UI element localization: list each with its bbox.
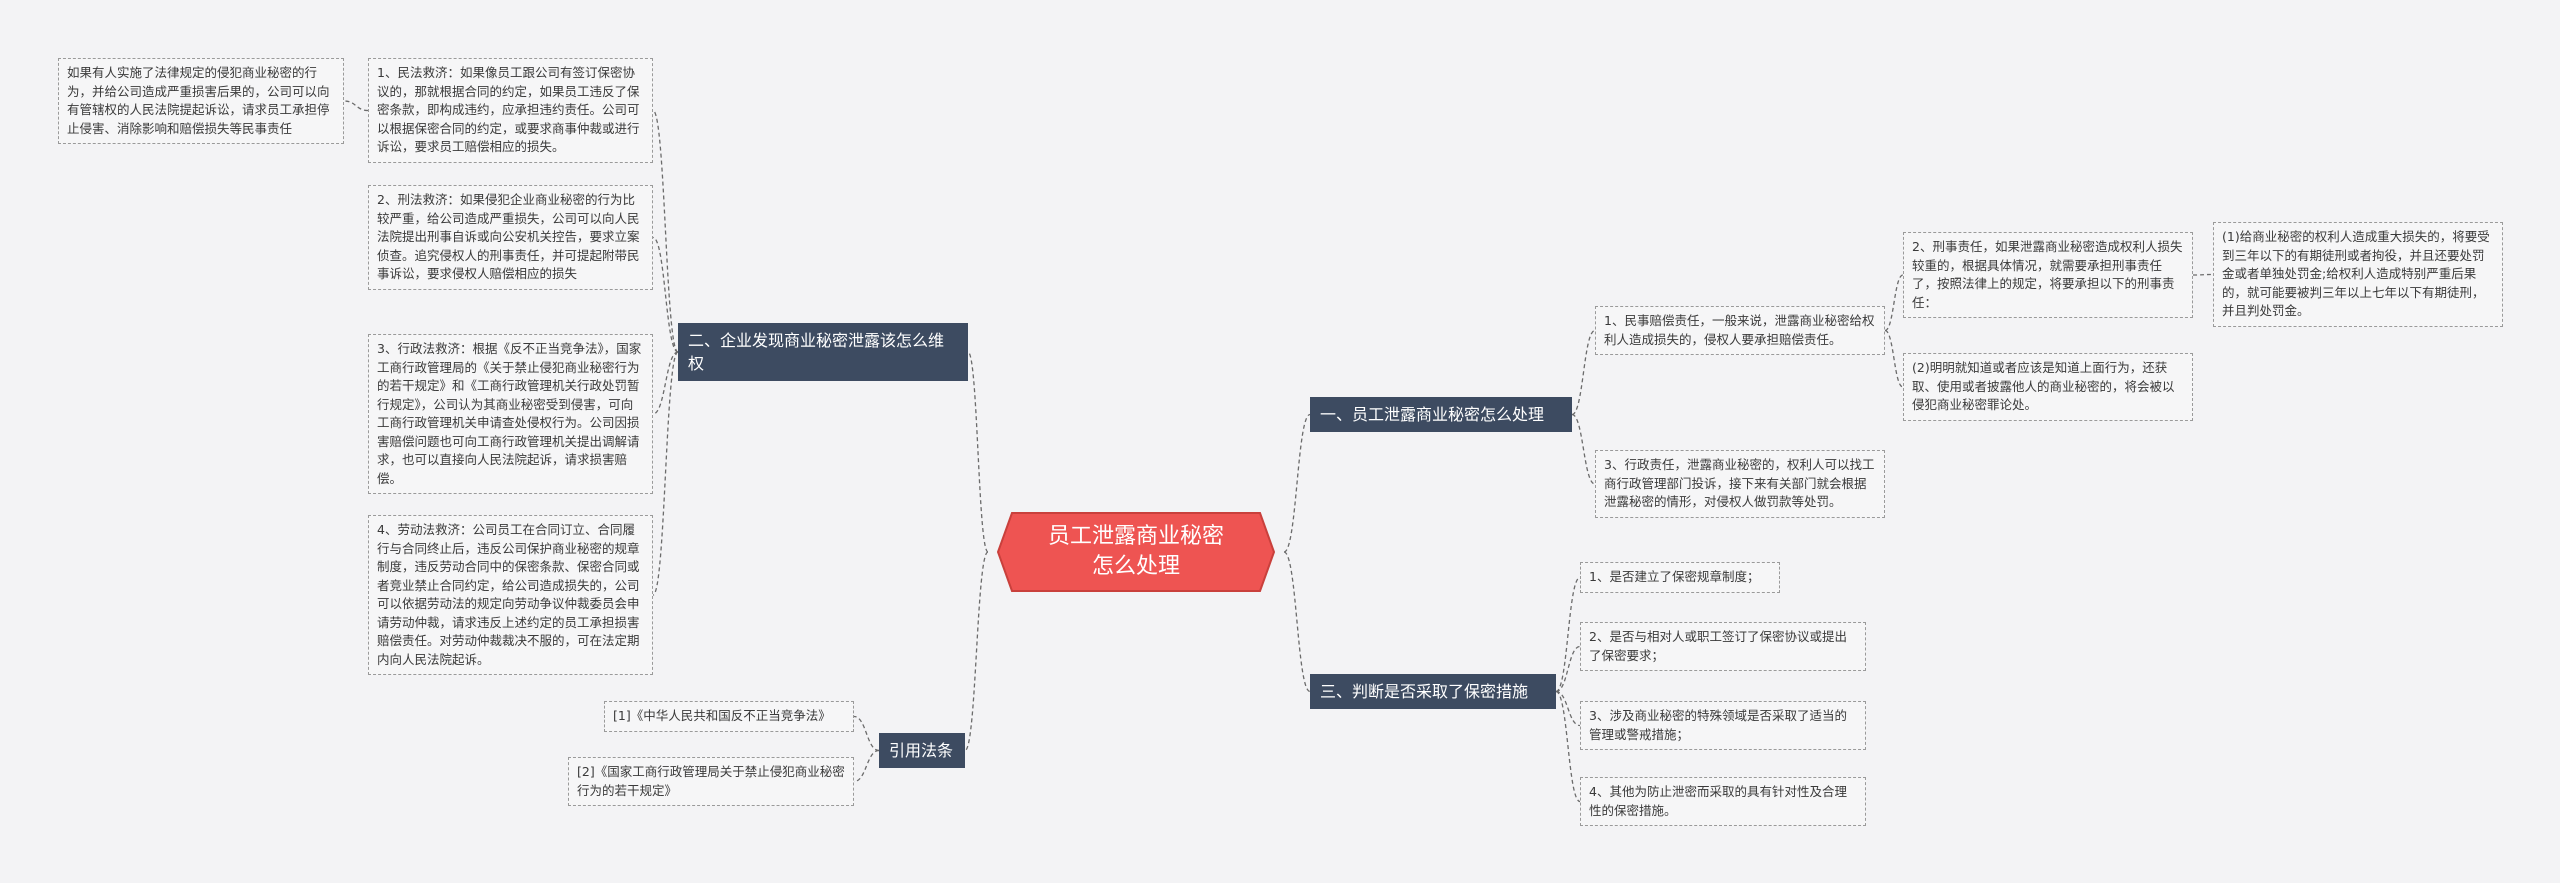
- connector-leaf-civil-liability: [1571, 329, 1596, 416]
- root-hexagon-shape: [996, 512, 1276, 592]
- root-topic[interactable]: 员工泄露商业秘密怎么处理: [988, 511, 1284, 593]
- connector-branch-rights-protection: [967, 351, 989, 553]
- connector-leaf-measure-3: [1555, 690, 1581, 727]
- connector-branch-cited-laws: [964, 551, 989, 752]
- connector-leaf-criminal-liability-1: [2192, 273, 2214, 276]
- leaf-labor-remedy[interactable]: 4、劳动法救济：公司员工在合同订立、合同履行与合同终止后，违反公司保护商业秘密的…: [368, 515, 653, 675]
- connector-leaf-administrative-liability: [1571, 413, 1596, 485]
- branch-cited-laws-label: 引用法条: [889, 741, 954, 760]
- connector-leaf-criminal-liability-2: [1884, 329, 1904, 388]
- connector-leaf-criminal-liability: [1884, 274, 1904, 332]
- connector-leaf-labor-remedy: [652, 351, 679, 596]
- connector-leaf-cited-law-2: [853, 749, 880, 783]
- branch-how-to-handle[interactable]: 一、员工泄露商业秘密怎么处理: [1310, 397, 1572, 432]
- connector-leaf-criminal-remedy: [652, 236, 679, 353]
- connector-leaf-cited-law-1: [853, 715, 880, 752]
- leaf-cited-law-1[interactable]: [1]《中华人民共和国反不正当竞争法》: [604, 701, 854, 732]
- leaf-civil-lawsuit-note[interactable]: 如果有人实施了法律规定的侵犯商业秘密的行为，并给公司造成严重损害后果的，公司可以…: [58, 58, 344, 144]
- connector-leaf-measure-4: [1555, 690, 1581, 803]
- leaf-criminal-liability[interactable]: 2、刑事责任，如果泄露商业秘密造成权利人损失较重的，根据具体情况，就需要承担刑事…: [1903, 232, 2193, 318]
- leaf-administrative-liability[interactable]: 3、行政责任，泄露商业秘密的，权利人可以找工商行政管理部门投诉，接下来有关部门就…: [1595, 450, 1885, 518]
- branch-judge-measures[interactable]: 三、判断是否采取了保密措施: [1310, 674, 1556, 709]
- connector-leaf-civil-lawsuit-note: [343, 100, 369, 112]
- leaf-criminal-liability-1[interactable]: (1)给商业秘密的权利人造成重大损失的，将要受到三年以下的有期徒刑或者拘役，并且…: [2213, 222, 2503, 327]
- leaf-measure-4[interactable]: 4、其他为防止泄密而采取的具有针对性及合理性的保密措施。: [1580, 777, 1866, 826]
- branch-cited-laws[interactable]: 引用法条: [879, 733, 965, 768]
- connector-leaf-administrative-remedy: [652, 351, 679, 415]
- leaf-measure-3[interactable]: 3、涉及商业秘密的特殊领域是否采取了适当的管理或警戒措施；: [1580, 701, 1866, 750]
- leaf-criminal-liability-2[interactable]: (2)明明就知道或者应该是知道上面行为，还获取、使用或者披露他人的商业秘密的，将…: [1903, 353, 2193, 421]
- leaf-civil-remedy[interactable]: 1、民法救济：如果像员工跟公司有签订保密协议的，那就根据合同的约定，如果员工违反…: [368, 58, 653, 163]
- leaf-cited-law-2[interactable]: [2]《国家工商行政管理局关于禁止侵犯商业秘密行为的若干规定》: [568, 757, 854, 806]
- leaf-civil-liability[interactable]: 1、民事赔偿责任，一般来说，泄露商业秘密给权利人造成损失的，侵权人要承担赔偿责任…: [1595, 306, 1885, 355]
- connector-leaf-measure-2: [1555, 645, 1581, 693]
- connector-branch-judge-measures: [1283, 551, 1311, 693]
- root-title: 员工泄露商业秘密怎么处理: [1047, 524, 1224, 579]
- leaf-measure-1[interactable]: 1、是否建立了保密规章制度；: [1580, 562, 1780, 593]
- branch-rights-protection[interactable]: 二、企业发现商业秘密泄露该怎么维权: [678, 323, 968, 381]
- leaf-measure-2[interactable]: 2、是否与相对人或职工签订了保密协议或提出了保密要求；: [1580, 622, 1866, 671]
- connector-leaf-civil-remedy: [652, 109, 679, 353]
- leaf-administrative-remedy[interactable]: 3、行政法救济：根据《反不正当竞争法》，国家工商行政管理局的《关于禁止侵犯商业秘…: [368, 334, 653, 494]
- connector-branch-how-to-handle: [1283, 413, 1311, 553]
- connector-leaf-measure-1: [1555, 576, 1581, 693]
- leaf-criminal-remedy[interactable]: 2、刑法救济：如果侵犯企业商业秘密的行为比较严重，给公司造成严重损失，公司可以向…: [368, 185, 653, 290]
